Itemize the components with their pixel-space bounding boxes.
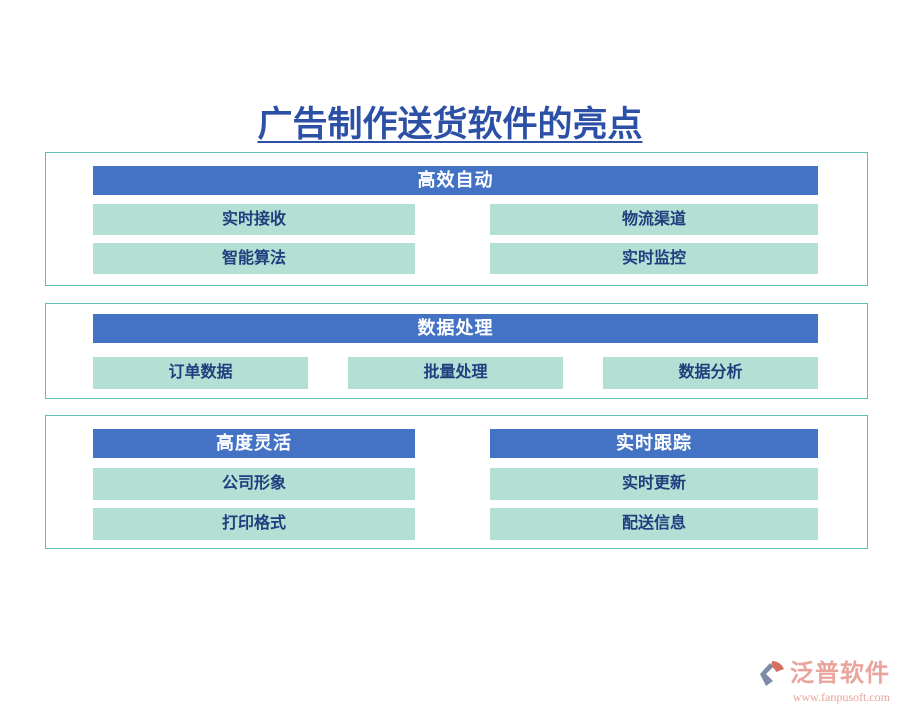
section-header-efficient-auto: 高效自动 — [93, 166, 818, 195]
feature-pill-print-format: 打印格式 — [93, 508, 415, 540]
section-efficient-auto: 高效自动 实时接收 物流渠道 智能算法 实时监控 — [45, 152, 868, 286]
feature-grid: 实时接收 物流渠道 智能算法 实时监控 — [93, 204, 818, 274]
section-header-tracking: 实时跟踪 — [490, 429, 818, 458]
feature-pill-order-data: 订单数据 — [93, 357, 308, 389]
section-header-flexible: 高度灵活 — [93, 429, 415, 458]
feature-pill-data-analysis: 数据分析 — [603, 357, 818, 389]
column-flexible: 高度灵活 公司形象 打印格式 — [93, 429, 415, 540]
feature-pill-logistics-channel: 物流渠道 — [490, 204, 818, 235]
feature-pill-realtime-monitor: 实时监控 — [490, 243, 818, 274]
feature-row: 订单数据 批量处理 数据分析 — [93, 357, 818, 389]
brand-url: www.fanpusoft.com — [792, 690, 890, 704]
page-title: 广告制作送货软件的亮点 — [257, 105, 643, 144]
feature-pill-realtime-update: 实时更新 — [490, 468, 818, 500]
feature-pill-smart-algorithm: 智能算法 — [93, 243, 415, 274]
feature-pill-batch-processing: 批量处理 — [348, 357, 563, 389]
feature-pill-delivery-info: 配送信息 — [490, 508, 818, 540]
feature-pill-realtime-receive: 实时接收 — [93, 204, 415, 235]
feature-pill-company-image: 公司形象 — [93, 468, 415, 500]
section-data-processing: 数据处理 订单数据 批量处理 数据分析 — [45, 303, 868, 399]
brand-watermark: 泛普软件 www.fanpusoft.com — [720, 658, 890, 704]
section-flexible-tracking: 高度灵活 公司形象 打印格式 实时跟踪 实时更新 配送信息 — [45, 415, 868, 549]
section-header-data-processing: 数据处理 — [93, 314, 818, 343]
infographic-canvas: { "page": { "title": "广告制作送货软件的亮点" }, "s… — [0, 103, 900, 704]
brand-name: 泛普软件 — [790, 661, 890, 687]
column-tracking: 实时跟踪 实时更新 配送信息 — [490, 429, 818, 540]
fanpu-logo-icon — [756, 658, 788, 690]
